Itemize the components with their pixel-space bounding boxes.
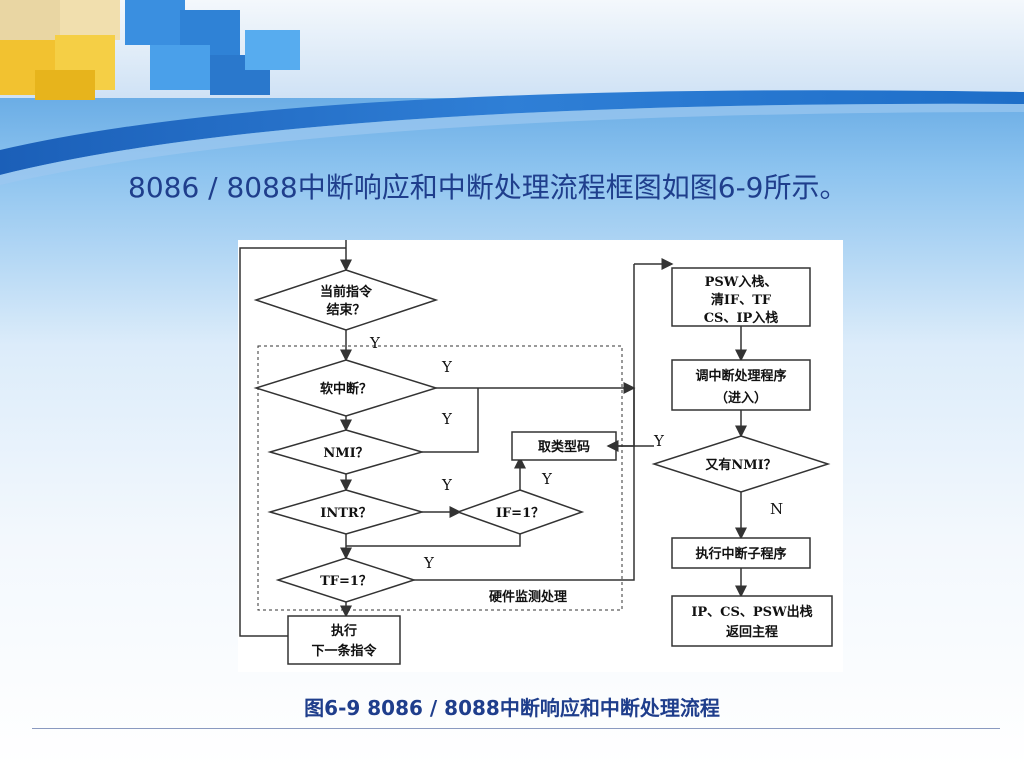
text-hw-detect: 硬件监测处理 xyxy=(489,589,567,605)
text-push-1: PSW入栈、 xyxy=(705,274,778,290)
loop-back-line xyxy=(239,247,346,637)
text-exec-next-1: 执行 xyxy=(331,623,357,639)
hardware-region xyxy=(257,345,623,611)
text-soft-int: 软中断？ xyxy=(320,381,372,397)
header-band xyxy=(0,90,1024,175)
text-if: IF=1？ xyxy=(496,506,544,521)
label-y-d3: Y xyxy=(441,410,453,428)
label-y-d5: Y xyxy=(541,470,553,488)
box-pop xyxy=(671,595,833,647)
figure-caption: 图6-9 8086 / 8088中断响应和中断处理流程 xyxy=(304,696,720,720)
header-band-highlight xyxy=(0,103,1024,185)
nmi-yes-line xyxy=(422,388,479,453)
box-exec-isr xyxy=(671,537,811,569)
footer-divider xyxy=(32,728,1000,729)
label-y-d4: Y xyxy=(441,476,453,494)
text-nmi: NMI？ xyxy=(323,446,368,461)
label-y-d1: Y xyxy=(369,334,381,352)
if-no-line xyxy=(346,534,521,547)
text-call-isr-1: 调中断处理程序 xyxy=(695,368,786,384)
slide-title: 8086 / 8088中断响应和中断处理流程框图如图6-9所示。 xyxy=(128,171,848,204)
decision-current-instr-end xyxy=(253,269,439,331)
tf-yes-line xyxy=(414,264,635,581)
label-n-nmi-again: N xyxy=(770,500,783,518)
text-call-isr-2: （进入） xyxy=(715,390,767,406)
text-nmi-again: 又有NMI？ xyxy=(704,457,776,473)
text-tf: TF=1？ xyxy=(320,574,372,589)
text-get-type: 取类型码 xyxy=(538,439,590,455)
flowchart-svg: 当前指令 结束？ 软中断？ NMI？ INTR？ IF=1？ 取类型码 TF=1… xyxy=(239,240,833,665)
header-banner xyxy=(0,0,1024,185)
text-pop-2: 返回主程 xyxy=(726,624,778,640)
text-intr: INTR？ xyxy=(320,506,371,521)
text-push-2: 清IF、TF xyxy=(711,292,772,308)
box-call-isr xyxy=(671,359,811,411)
box-push xyxy=(671,267,811,327)
label-y-d2: Y xyxy=(441,358,453,376)
box-exec-next xyxy=(287,615,401,665)
label-y-nmi-again: Y xyxy=(653,432,665,450)
text-pop-1: IP、CS、PSW出栈 xyxy=(691,604,812,620)
text-exec-isr: 执行中断子程序 xyxy=(695,546,786,562)
text-exec-next-2: 下一条指令 xyxy=(311,643,377,659)
text-current-instr-end-2: 结束？ xyxy=(326,302,365,318)
text-current-instr-end-1: 当前指令 xyxy=(320,284,373,300)
get-type-line xyxy=(616,388,635,447)
flowchart-figure: 当前指令 结束？ 软中断？ NMI？ INTR？ IF=1？ 取类型码 TF=1… xyxy=(238,240,843,672)
cubes-decoration xyxy=(0,0,300,100)
text-push-3: CS、IP入栈 xyxy=(704,310,779,326)
label-y-d6: Y xyxy=(423,554,435,572)
